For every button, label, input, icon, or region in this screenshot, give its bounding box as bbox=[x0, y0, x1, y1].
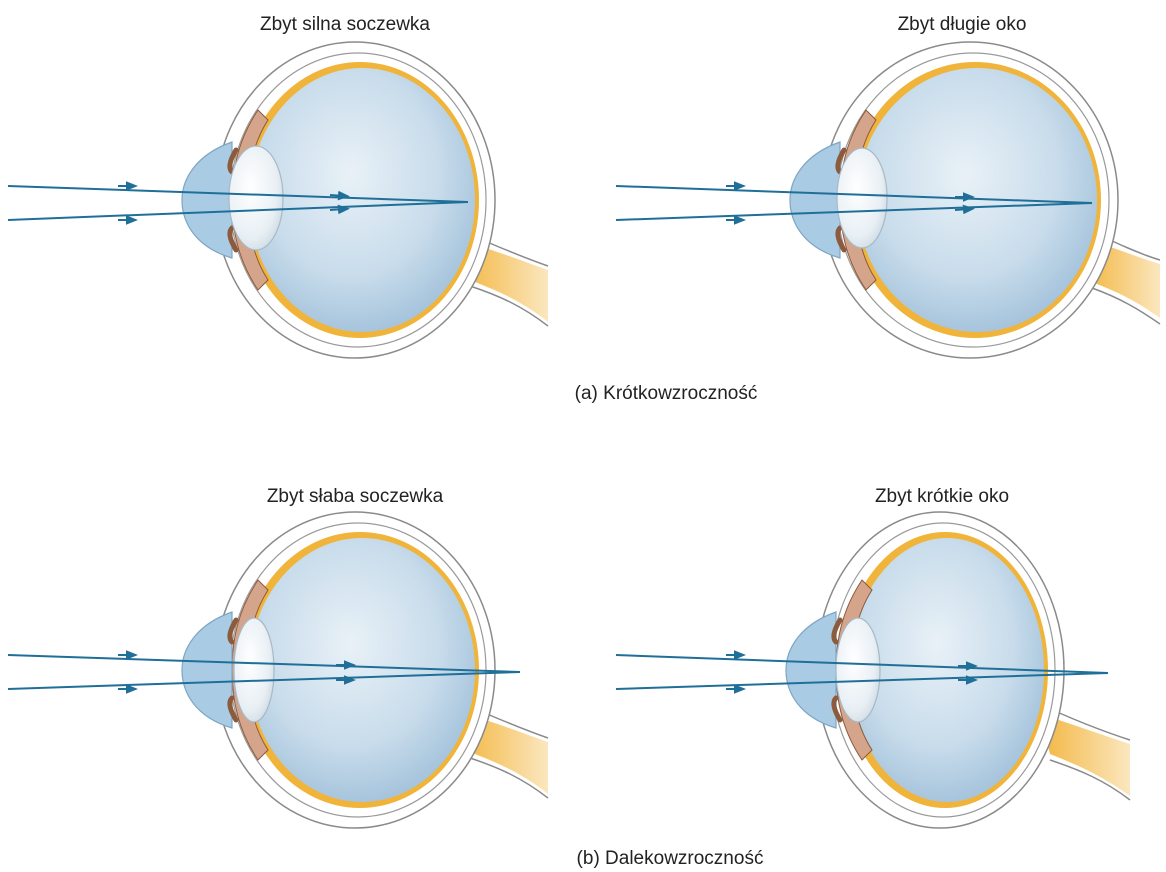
lens bbox=[234, 618, 274, 722]
panel-caption-myopia: (a) Krótkowzroczność bbox=[575, 384, 758, 403]
eye-diagram-strong-lens bbox=[8, 42, 548, 358]
eye-diagram-weak-lens bbox=[8, 512, 548, 828]
eye-diagram-short-eye bbox=[616, 512, 1130, 828]
lens bbox=[836, 618, 880, 722]
lens bbox=[837, 148, 887, 248]
eye-title-long-eye: Zbyt długie oko bbox=[898, 15, 1027, 34]
panel-caption-hyperopia: (b) Dalekowzroczność bbox=[577, 849, 764, 868]
cornea bbox=[182, 142, 232, 258]
ray-arrow bbox=[955, 209, 969, 210]
ray-arrow bbox=[330, 209, 344, 210]
eye-title-weak-lens: Zbyt słaba soczewka bbox=[267, 487, 443, 506]
eye-diagram-long-eye bbox=[616, 42, 1160, 358]
ray-arrow bbox=[330, 195, 344, 196]
vitreous-body bbox=[857, 68, 1097, 332]
eye-title-short-eye: Zbyt krótkie oko bbox=[875, 487, 1009, 506]
cornea bbox=[786, 612, 836, 728]
cornea bbox=[790, 142, 840, 258]
eye-title-strong-lens: Zbyt silna soczewka bbox=[260, 15, 430, 34]
lens bbox=[229, 146, 283, 250]
cornea bbox=[182, 612, 232, 728]
